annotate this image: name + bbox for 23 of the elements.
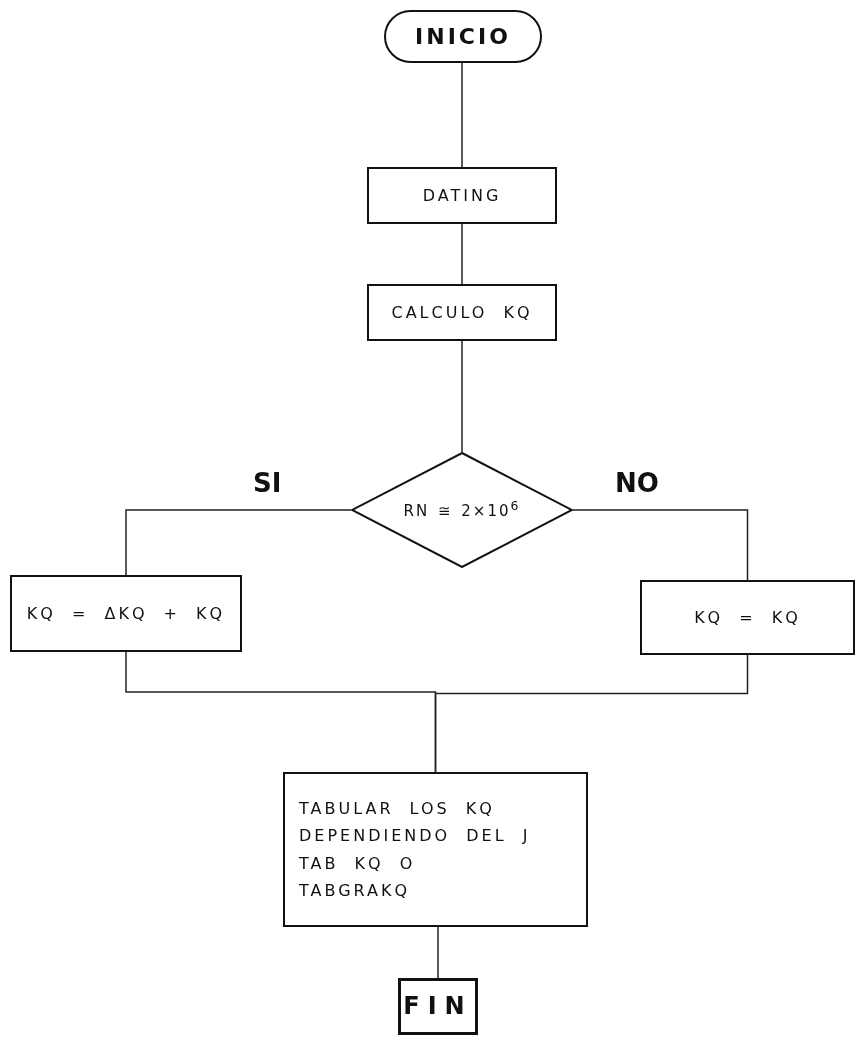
connector-line (461, 223, 463, 285)
node-text: KQ = KQ (694, 606, 801, 629)
node-text: TABULAR LOS KQ DEPENDIENDO DEL J TAB KQ O TABGRAKQ (299, 798, 532, 902)
node-text: CALCULO KQ (391, 301, 533, 324)
decision-diamond (351, 452, 573, 568)
connector-line (434, 654, 749, 773)
connector-line (125, 509, 352, 576)
connector-line (461, 340, 463, 453)
terminal-box (398, 978, 478, 1035)
node-text: FIN (403, 991, 473, 1023)
process-box (283, 772, 588, 927)
node-text: RN ≅ 2×10$^{6}$ (403, 497, 521, 523)
node-text: DATING (422, 184, 502, 207)
process-box (367, 284, 557, 341)
node-text: INICIO (415, 22, 511, 51)
node-text: KQ = ΔKQ + KQ (26, 602, 226, 625)
connector-line (572, 509, 749, 581)
terminal-pill (384, 10, 542, 63)
connector-line (461, 62, 463, 168)
connector-line (437, 926, 439, 979)
process-box (640, 580, 855, 655)
process-box (367, 167, 557, 224)
process-box (10, 575, 242, 652)
